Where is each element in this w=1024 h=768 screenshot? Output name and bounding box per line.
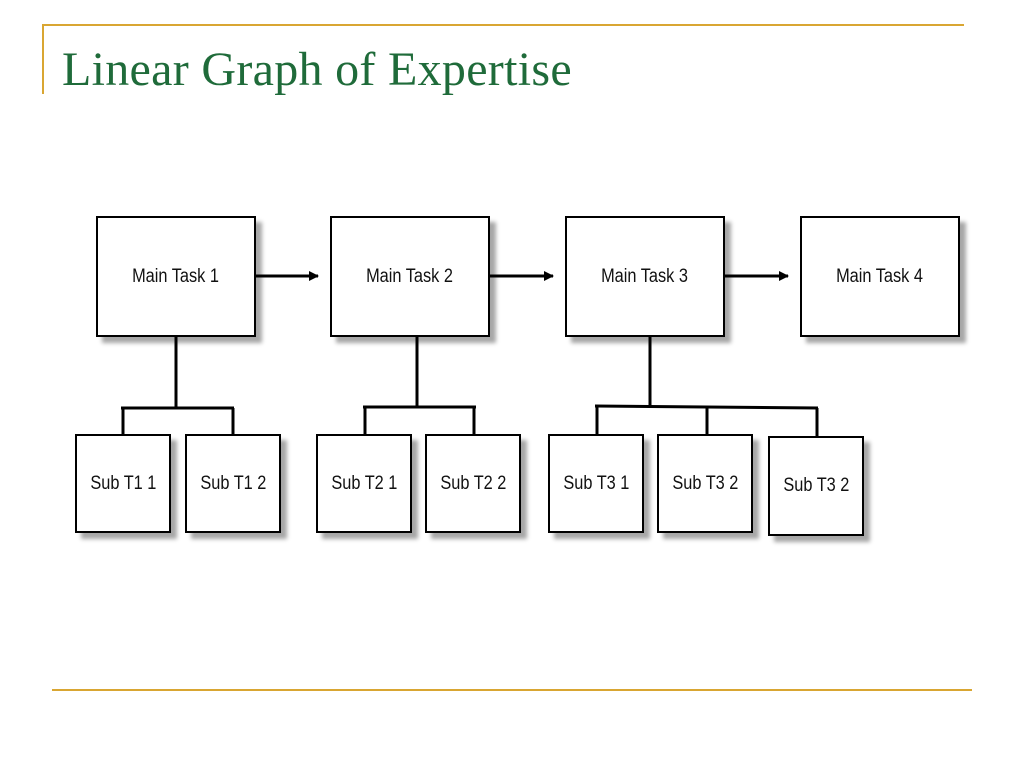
sub-task-t2-1: Sub T2 1 xyxy=(316,434,412,533)
tree-main-task-1 xyxy=(121,336,235,436)
main-task-3: Main Task 3 xyxy=(565,216,725,337)
sub-task-t3-3-label: Sub T3 2 xyxy=(782,475,850,496)
main-task-2: Main Task 2 xyxy=(330,216,490,337)
sub-task-t1-1: Sub T1 1 xyxy=(75,434,171,533)
sub-task-t2-1-label: Sub T2 1 xyxy=(330,472,398,494)
sub-task-t1-2-label: Sub T1 2 xyxy=(199,472,267,494)
sub-task-t2-2: Sub T2 2 xyxy=(425,434,521,533)
bottom-accent-line xyxy=(52,689,972,691)
tree-main-task-3 xyxy=(594,336,819,438)
sub-task-t3-3: Sub T3 2 xyxy=(768,436,864,536)
sub-task-t3-2: Sub T3 2 xyxy=(657,434,753,533)
tree-main-task-2 xyxy=(363,336,476,436)
main-task-1: Main Task 1 xyxy=(96,216,256,337)
sub-task-t1-1-label: Sub T1 1 xyxy=(89,472,157,494)
main-task-4-label: Main Task 4 xyxy=(836,265,924,287)
sub-task-t3-1: Sub T3 1 xyxy=(548,434,644,533)
left-accent-line xyxy=(42,24,44,94)
sub-task-t1-2: Sub T1 2 xyxy=(185,434,281,533)
slide-title: Linear Graph of Expertise xyxy=(62,43,572,96)
sub-task-t2-2-label: Sub T2 2 xyxy=(439,472,507,494)
main-task-1-label: Main Task 1 xyxy=(132,265,220,287)
main-task-3-label: Main Task 3 xyxy=(601,265,689,287)
top-accent-line xyxy=(42,24,964,26)
main-task-2-label: Main Task 2 xyxy=(366,265,454,287)
sub-task-t3-1-label: Sub T3 1 xyxy=(562,472,630,494)
main-task-4: Main Task 4 xyxy=(800,216,960,337)
sub-task-t3-2-label: Sub T3 2 xyxy=(671,472,739,494)
